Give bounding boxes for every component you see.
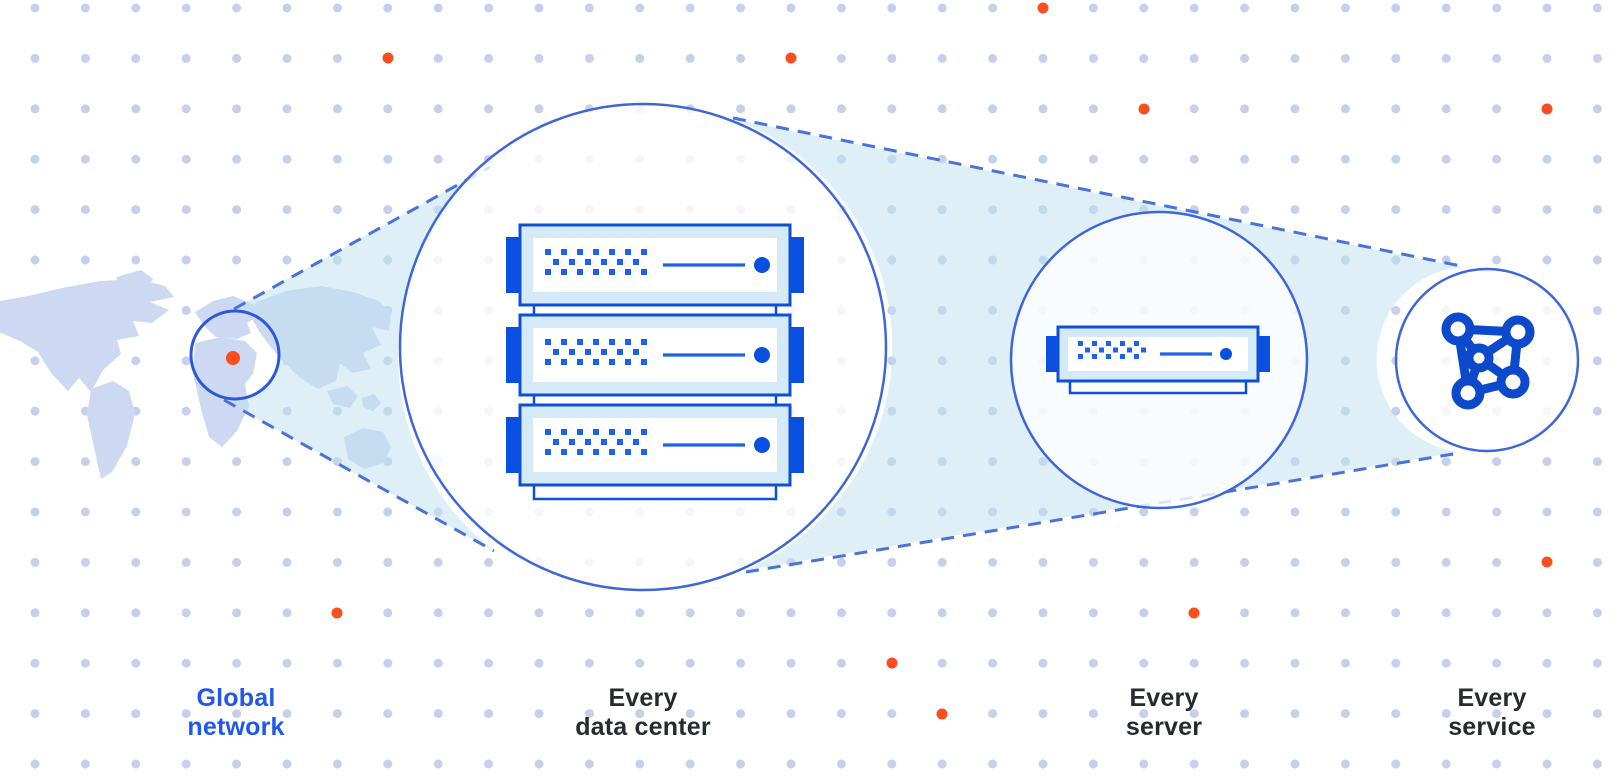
- label-every-service: Every service: [1352, 684, 1620, 742]
- label-every-server: Every server: [1024, 684, 1304, 742]
- accent-dot: [1541, 103, 1553, 115]
- network-graph-icon: [1441, 312, 1535, 410]
- accent-dots: [331, 2, 1553, 720]
- server-right-tab: [788, 237, 804, 293]
- accent-dot: [331, 607, 343, 619]
- server-left-tab: [506, 237, 522, 293]
- graph-center-node: [1464, 343, 1494, 373]
- label-line: server: [1125, 713, 1203, 741]
- graph-node: [1496, 365, 1530, 399]
- server-rack-icon: [506, 223, 804, 501]
- server-unit: [506, 313, 804, 411]
- server-right-tab: [788, 327, 804, 383]
- server-pixel-display: [545, 339, 647, 365]
- server-led: [754, 347, 770, 363]
- graph-node: [1501, 315, 1535, 349]
- server-pixel-display: [545, 429, 647, 455]
- server-right-tab: [788, 417, 804, 473]
- label-line: network: [187, 713, 285, 741]
- server-unit: [506, 403, 804, 501]
- server-left-tab: [506, 327, 522, 383]
- dashed-line: [233, 165, 491, 311]
- label-every-data-center: Every data center: [503, 684, 783, 742]
- dashed-line: [732, 116, 1462, 268]
- accent-dot: [382, 52, 394, 64]
- server-pixel-display: [1078, 341, 1146, 359]
- dashed-line: [223, 398, 495, 553]
- server-icon: [1046, 325, 1270, 395]
- continent-shape: [116, 270, 153, 293]
- continent-shape: [87, 381, 135, 479]
- continent-shape: [193, 337, 257, 447]
- accent-dot: [1188, 607, 1200, 619]
- label-line: Every: [1457, 684, 1527, 712]
- accent-dot: [886, 657, 898, 669]
- label-line: Global: [196, 684, 276, 712]
- location-marker-icon: [226, 351, 240, 365]
- graph-node: [1441, 312, 1475, 346]
- accent-dot: [1037, 2, 1049, 14]
- continent-shape: [0, 279, 174, 392]
- server-led: [754, 437, 770, 453]
- zoom-cone-left: [224, 164, 497, 553]
- server-unit: [506, 223, 804, 321]
- accent-dot: [936, 708, 948, 720]
- label-global-network: Global network: [96, 684, 376, 742]
- zoom-dashed-lines: [223, 116, 1462, 574]
- server-led: [754, 257, 770, 273]
- label-line: Every: [608, 684, 678, 712]
- label-line: data center: [575, 713, 711, 741]
- server-faceplate: [1068, 337, 1248, 371]
- label-line: Every: [1129, 684, 1199, 712]
- accent-dot: [785, 52, 797, 64]
- server-led: [1220, 348, 1232, 360]
- accent-dot: [1541, 556, 1553, 568]
- accent-dot: [1138, 103, 1150, 115]
- graph-node: [1451, 376, 1485, 410]
- server-left-tab: [506, 417, 522, 473]
- map-highlight-circle: [189, 309, 281, 401]
- dashed-line: [745, 451, 1460, 574]
- server-pixel-display: [545, 249, 647, 275]
- label-line: service: [1448, 713, 1536, 741]
